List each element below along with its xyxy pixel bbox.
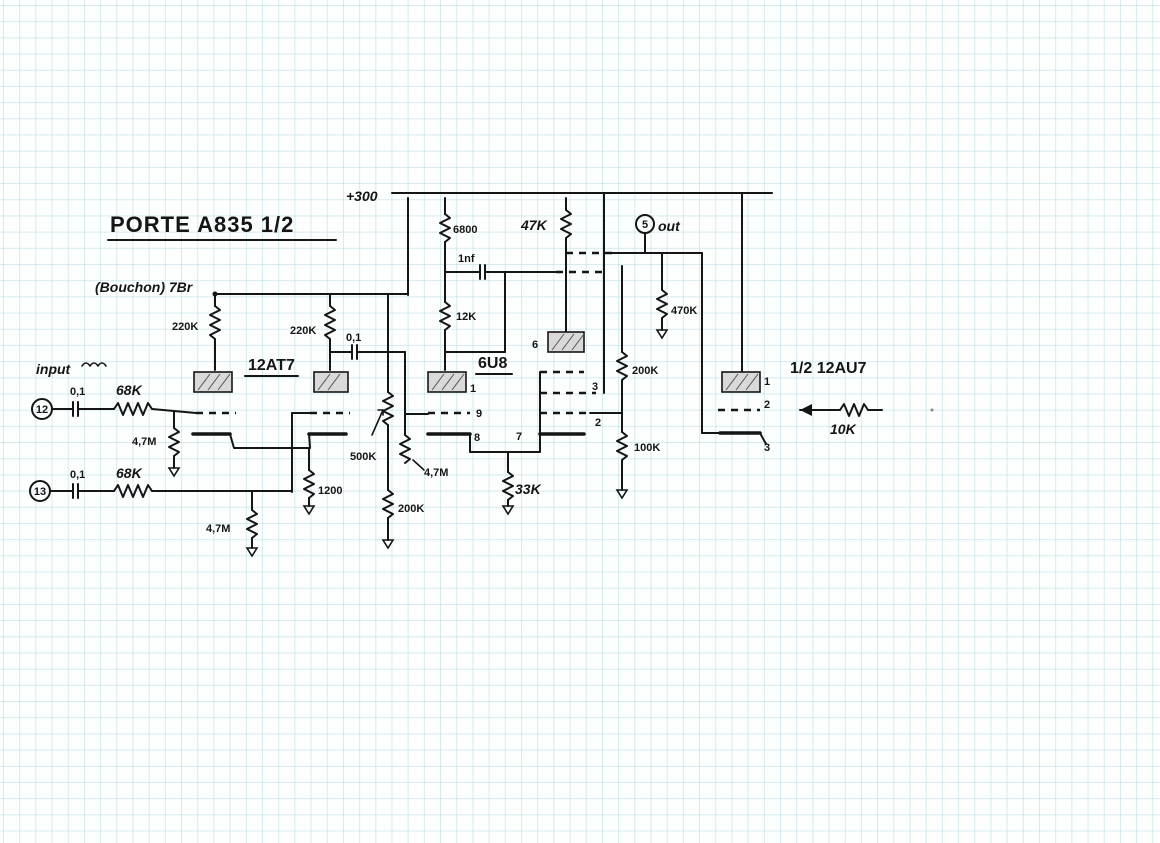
resistor-12k: [439, 301, 451, 331]
grid-resistor-1: [168, 427, 180, 457]
input-label: input: [36, 361, 72, 377]
pin-9: 9: [476, 408, 482, 420]
pin-3: 3: [592, 381, 598, 393]
ground-icon: [501, 505, 515, 516]
tube-12at7-label: 12AT7: [248, 357, 295, 374]
tube-12au7-label: 1/2 12AU7: [790, 360, 867, 377]
input-13-capacitor-label: 0,1: [70, 469, 85, 481]
resistor-470k: [656, 289, 668, 319]
input-12-resistor: [113, 402, 153, 416]
resistor-470k-label: 470K: [671, 305, 697, 317]
resistor-47k-label: 47K: [520, 217, 548, 233]
ground-icon: [655, 329, 669, 340]
supply-label: +300: [346, 188, 378, 204]
pin-1: 1: [470, 383, 476, 395]
capacitor-1nf-label: 1nf: [458, 253, 475, 265]
plate-resistor-1: [209, 305, 221, 340]
tube-12at7-plate-b: [313, 371, 349, 393]
resistor-6800-label: 6800: [453, 224, 477, 236]
ground-icon: [302, 505, 316, 516]
plate-resistor-2-label: 220K: [290, 325, 316, 337]
grid-resistor-2: [246, 509, 258, 539]
pin-7: 7: [516, 431, 522, 443]
pin-au-1: 1: [764, 376, 770, 388]
resistor-47k: [560, 209, 572, 239]
tube-6u8-pentode-plate: [547, 331, 585, 353]
resistor-33k-label: 33K: [515, 481, 542, 497]
input-12-capacitor-label: 0,1: [70, 386, 85, 398]
potentiometer: [382, 391, 394, 426]
plate-resistor-1-label: 220K: [172, 321, 198, 333]
input-13-pin: 13: [34, 486, 46, 498]
tube-6u8-triode-plate: [427, 371, 467, 393]
pin-au-2: 2: [764, 399, 770, 411]
stray-mark: [930, 408, 934, 412]
ground-icon: [615, 489, 629, 500]
grid-resistor-2-label: 4,7M: [206, 523, 230, 535]
plate-resistor-2: [324, 305, 336, 340]
bouchon-label: (Bouchon) 7Br: [95, 279, 194, 295]
resistor-200k-label: 200K: [632, 365, 658, 377]
pin-8: 8: [474, 432, 480, 444]
resistor-10k: [839, 403, 869, 417]
diagram-title: PORTE A835 1/2: [110, 212, 294, 237]
resistor-6800: [439, 213, 451, 243]
pin-6: 6: [532, 339, 538, 351]
divider-resistor-label: 200K: [398, 503, 424, 515]
ground-icon: [245, 547, 259, 558]
divider-resistor: [382, 489, 394, 519]
output-label: out: [658, 218, 681, 234]
tube-6u8-label: 6U8: [478, 355, 507, 372]
ground-icon: [167, 467, 181, 478]
resistor-100k: [616, 431, 628, 461]
input-12-resistor-label: 68K: [116, 382, 143, 398]
input-12-pin: 12: [36, 404, 48, 416]
bias-resistor-label: 4,7M: [424, 467, 448, 479]
coupling-capacitor-label: 0,1: [346, 332, 361, 344]
tube-12at7-plate-a: [193, 371, 233, 393]
pin-au-3: 3: [764, 442, 770, 454]
resistor-12k-label: 12K: [456, 311, 476, 323]
cathode-resistor-label: 1200: [318, 485, 342, 497]
output-pin: 5: [642, 219, 648, 231]
input-13-resistor: [113, 484, 153, 498]
resistor-200k: [616, 351, 628, 381]
tube-12au7-plate: [721, 371, 761, 393]
potentiometer-label: 500K: [350, 451, 376, 463]
input-13-resistor-label: 68K: [116, 465, 143, 481]
resistor-10k-label: 10K: [830, 421, 857, 437]
cathode-resistor: [303, 469, 315, 499]
resistor-33k: [502, 471, 514, 501]
bias-resistor: [399, 434, 411, 464]
input-signal-icon: [81, 362, 107, 367]
ground-icon: [381, 539, 395, 550]
grid-resistor-1-label: 4,7M: [132, 436, 156, 448]
resistor-100k-label: 100K: [634, 442, 660, 454]
potentiometer-wiper: [371, 409, 384, 436]
input-arrow-icon: [800, 404, 812, 416]
pin-2: 2: [595, 417, 601, 429]
